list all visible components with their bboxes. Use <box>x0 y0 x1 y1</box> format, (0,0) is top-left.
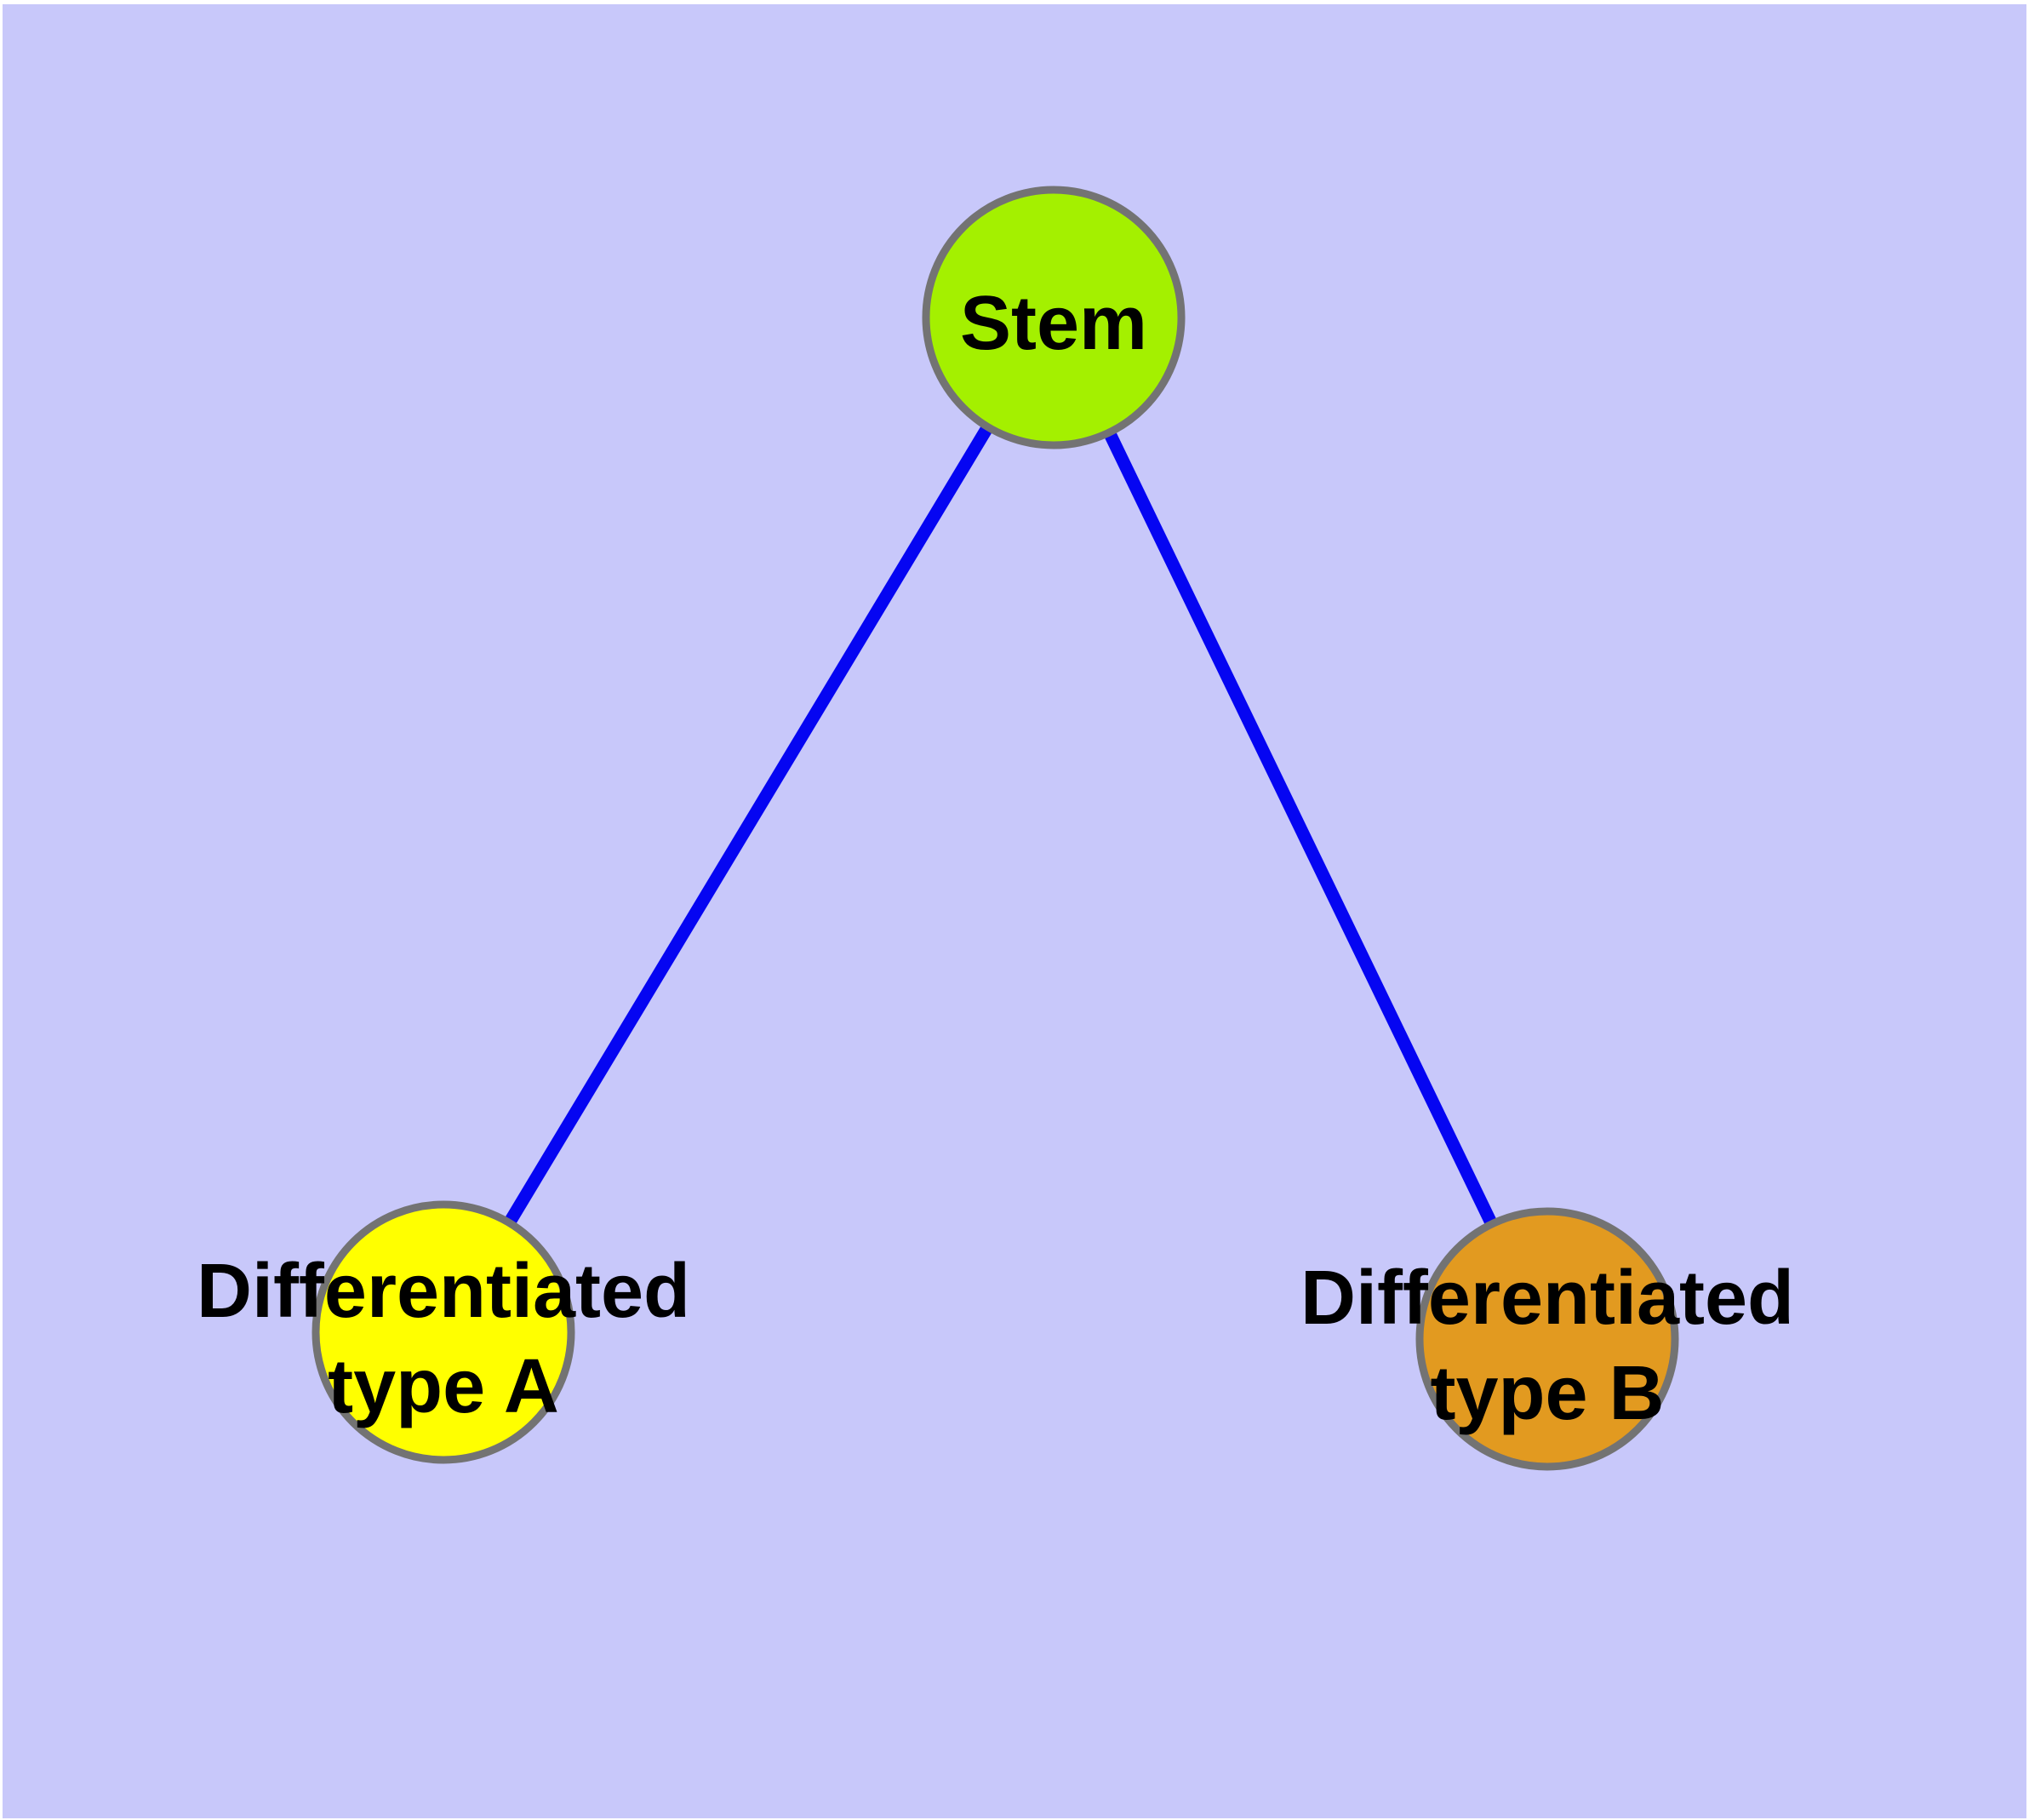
node-type-b-label-line1: Differentiated <box>1300 1256 1794 1341</box>
node-type-a-label-line2: type A <box>328 1344 559 1429</box>
node-differentiated-type-a <box>311 1200 575 1464</box>
node-type-b-label-line2: type B <box>1430 1351 1664 1436</box>
node-stem-label: Stem <box>960 281 1147 366</box>
edge-stem-to-type-a <box>437 314 1060 1336</box>
edge-stem-to-type-b <box>1048 314 1553 1342</box>
node-type-a-label-line1: Differentiated <box>197 1249 690 1334</box>
node-differentiated-type-b <box>1415 1207 1679 1471</box>
node-stem <box>922 186 1186 449</box>
